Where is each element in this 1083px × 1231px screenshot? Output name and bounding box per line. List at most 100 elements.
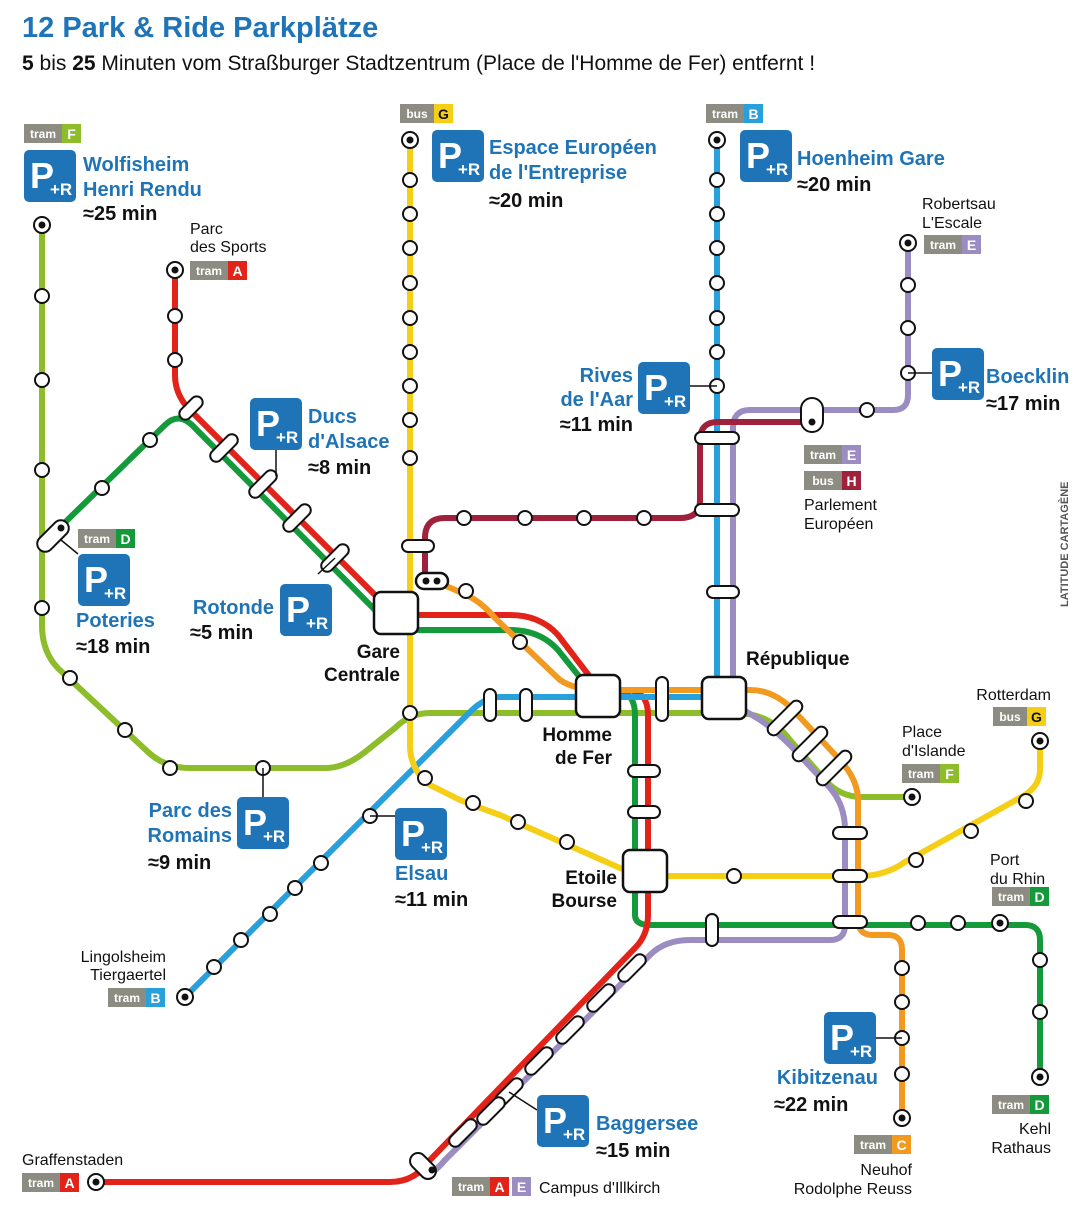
station-stop[interactable] — [402, 310, 418, 326]
hub-etoile-bourse[interactable] — [621, 848, 669, 894]
station-stop[interactable] — [894, 960, 910, 976]
station-stop[interactable] — [510, 814, 526, 830]
station-stop[interactable] — [709, 240, 725, 256]
station-stop[interactable] — [458, 583, 474, 599]
station-stop[interactable] — [402, 450, 418, 466]
terminus-kehl[interactable] — [1031, 1068, 1049, 1086]
station-pill[interactable] — [790, 724, 830, 764]
pr-icon-kibitzenau[interactable] — [824, 1012, 876, 1064]
terminus-lingolsheim[interactable] — [176, 988, 194, 1006]
station-stop[interactable] — [709, 172, 725, 188]
station-pill[interactable] — [523, 1045, 556, 1078]
station-stop[interactable] — [1018, 793, 1034, 809]
station-stop[interactable] — [206, 959, 222, 975]
station-pill[interactable] — [705, 913, 719, 947]
terminus-wolfisheim[interactable] — [33, 216, 51, 234]
station-stop[interactable] — [402, 378, 418, 394]
station-stop[interactable] — [287, 880, 303, 896]
station-pill[interactable] — [814, 748, 854, 788]
station-stop[interactable] — [709, 310, 725, 326]
station-pill[interactable] — [447, 1117, 480, 1150]
station-stop[interactable] — [402, 240, 418, 256]
station-stop[interactable] — [162, 760, 178, 776]
station-pill[interactable] — [475, 1095, 508, 1128]
terminus-hoenheim[interactable] — [708, 131, 726, 149]
pr-icon-rives-aar[interactable] — [638, 362, 690, 414]
station-pill[interactable] — [554, 1014, 587, 1047]
pr-icon-rotonde[interactable] — [280, 584, 332, 636]
terminus-espace-europeen[interactable] — [401, 131, 419, 149]
station-stop[interactable] — [726, 868, 742, 884]
station-stop[interactable] — [517, 510, 533, 526]
station-stop[interactable] — [142, 432, 158, 448]
station-pill[interactable] — [177, 394, 205, 422]
station-pill[interactable] — [765, 698, 805, 738]
station-pill[interactable] — [832, 869, 868, 883]
station-stop[interactable] — [402, 705, 418, 721]
terminus-neuhof[interactable] — [893, 1109, 911, 1127]
station-stop[interactable] — [34, 600, 50, 616]
terminus-parc-des-sports[interactable] — [166, 261, 184, 279]
pr-icon-boecklin[interactable] — [932, 348, 984, 400]
station-pill[interactable] — [616, 952, 649, 985]
pr-icon-espace-europeen[interactable] — [432, 130, 484, 182]
station-stop[interactable] — [900, 320, 916, 336]
station-pill[interactable] — [483, 688, 497, 722]
station-pill[interactable] — [627, 805, 661, 819]
hub-gare-pill[interactable] — [414, 571, 450, 591]
station-stop[interactable] — [456, 510, 472, 526]
station-pill[interactable] — [655, 676, 669, 722]
station-stop[interactable] — [910, 915, 926, 931]
station-stop[interactable] — [900, 277, 916, 293]
station-stop[interactable] — [117, 722, 133, 738]
pr-icon-ducs-alsace[interactable] — [250, 398, 302, 450]
station-pill[interactable] — [694, 431, 740, 445]
station-stop[interactable] — [709, 275, 725, 291]
pr-icon-baggersee[interactable] — [537, 1095, 589, 1147]
station-stop[interactable] — [34, 372, 50, 388]
terminus-poteries[interactable] — [57, 524, 65, 532]
station-stop[interactable] — [894, 994, 910, 1010]
station-stop[interactable] — [636, 510, 652, 526]
terminus-rotterdam[interactable] — [1031, 732, 1049, 750]
hub-homme-de-fer[interactable] — [574, 673, 622, 719]
terminus-campus-illkirch[interactable] — [428, 1166, 436, 1174]
pr-icon-parc-romains[interactable] — [237, 797, 289, 849]
station-pill[interactable] — [401, 539, 435, 553]
station-stop[interactable] — [465, 795, 481, 811]
station-pill[interactable] — [694, 503, 740, 517]
station-pill[interactable] — [800, 397, 824, 433]
station-stop[interactable] — [963, 823, 979, 839]
hub-gare-centrale[interactable] — [372, 590, 420, 636]
station-pill[interactable] — [832, 826, 868, 840]
terminus-graffenstaden[interactable] — [87, 1173, 105, 1191]
station-stop[interactable] — [859, 402, 875, 418]
hub-republique[interactable] — [700, 675, 748, 721]
station-stop[interactable] — [313, 855, 329, 871]
station-stop[interactable] — [709, 206, 725, 222]
station-stop[interactable] — [262, 906, 278, 922]
station-stop[interactable] — [402, 412, 418, 428]
station-stop[interactable] — [1032, 952, 1048, 968]
station-stop[interactable] — [894, 1066, 910, 1082]
station-pill[interactable] — [832, 915, 868, 929]
station-stop[interactable] — [34, 462, 50, 478]
station-pill[interactable] — [281, 502, 314, 535]
station-pill[interactable] — [247, 468, 280, 501]
station-stop[interactable] — [512, 634, 528, 650]
pr-icon-hoenheim[interactable] — [740, 130, 792, 182]
station-pill[interactable] — [519, 688, 533, 722]
pr-icon-elsau[interactable] — [395, 808, 447, 860]
station-stop[interactable] — [908, 852, 924, 868]
terminus-robertsau[interactable] — [899, 234, 917, 252]
station-stop[interactable] — [402, 275, 418, 291]
terminus-port-du-rhin[interactable] — [991, 914, 1009, 932]
pr-icon-wolfisheim[interactable] — [24, 150, 76, 202]
station-stop[interactable] — [402, 172, 418, 188]
station-stop[interactable] — [402, 206, 418, 222]
station-stop[interactable] — [62, 670, 78, 686]
station-stop[interactable] — [167, 308, 183, 324]
station-pill[interactable] — [627, 764, 661, 778]
station-stop[interactable] — [402, 344, 418, 360]
terminus-parlement[interactable] — [808, 418, 816, 426]
